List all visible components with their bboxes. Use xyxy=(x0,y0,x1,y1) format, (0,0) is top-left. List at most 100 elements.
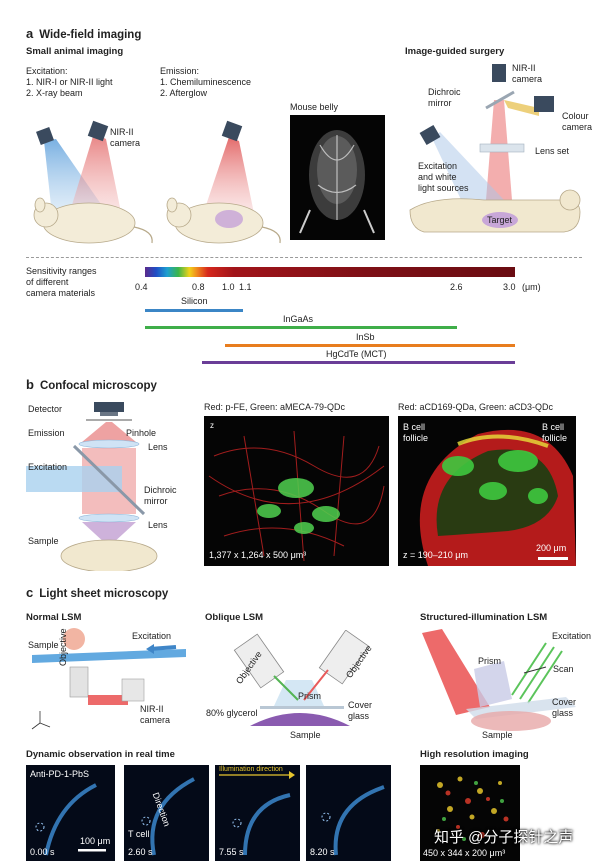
lens-top-label: Lens xyxy=(148,442,168,452)
ingaas-range-bar xyxy=(145,326,457,329)
silicon-range-bar xyxy=(145,309,243,312)
excitation-beams xyxy=(511,642,563,704)
mouse-belly-image xyxy=(290,115,385,240)
colour-camera-icon xyxy=(534,96,554,112)
sim-lsm-illustration xyxy=(422,629,576,731)
tick-0-4: 0.4 xyxy=(135,282,148,292)
dichroic-mirror-icon xyxy=(72,444,146,516)
frame4-time: 8.20 s xyxy=(310,847,335,857)
dichroic-mirror-label: Dichroic mirror xyxy=(428,87,461,108)
nir-camera-icon xyxy=(121,678,145,702)
mct-range-bar xyxy=(202,361,515,364)
wavelength-spectrum-bar xyxy=(145,267,515,277)
light-source-icon xyxy=(419,124,441,146)
follicle-left-label: B cell follicle xyxy=(403,422,429,443)
prism-icon xyxy=(274,680,324,706)
panel1-caption: Red: p-FE, Green: aMECA-79-QDc xyxy=(204,402,346,412)
sim-lsm-title: Structured-illumination LSM xyxy=(420,612,548,623)
oblique-sample-label: Sample xyxy=(290,730,321,740)
confocal-3d-image: z 1,377 x 1,264 x 500 μm³ xyxy=(204,416,389,566)
tick-2-6: 2.6 xyxy=(450,282,463,292)
afterglow-spot xyxy=(215,210,243,228)
sample-sphere-icon xyxy=(63,628,85,650)
frame3-illumination-label: Illumination direction xyxy=(219,766,283,773)
excitation-label: Excitation xyxy=(28,462,68,472)
frame1-time: 0.00 s xyxy=(30,847,55,857)
emission-beam xyxy=(422,629,490,715)
divider xyxy=(26,257,582,258)
sim-prism-label: Prism xyxy=(478,656,501,666)
top-lens-icon xyxy=(78,439,140,449)
high-resolution-dims: 450 x 344 x 200 μm³ xyxy=(423,848,506,858)
silicon-label: Silicon xyxy=(181,296,208,306)
surgery-nir-camera-label: NIR-II camera xyxy=(512,63,543,84)
time-frame-4: 8.20 s xyxy=(306,765,391,861)
emission-beam xyxy=(82,422,136,442)
lymph-node-image: B cell follicle B cell follicle z = 190–… xyxy=(398,416,576,566)
scale-bar xyxy=(78,849,106,852)
normal-camera-label: NIR-II camera xyxy=(140,704,171,725)
z-range-label: z = 190–210 μm xyxy=(403,550,468,560)
colour-camera-label: Colour camera xyxy=(562,111,593,132)
svg-text:z: z xyxy=(210,421,214,430)
sample-icon xyxy=(60,539,158,571)
oblique-glycerol-label: 80% glycerol xyxy=(206,708,258,718)
detector-label: Detector xyxy=(28,404,63,414)
tick-0-8: 0.8 xyxy=(192,282,205,292)
sim-scan-label: Scan xyxy=(553,664,574,674)
normal-objective-label: Objective xyxy=(58,628,68,666)
tick-3-0: 3.0 xyxy=(503,282,516,292)
pinhole-label: Pinhole xyxy=(126,428,157,438)
lens-bottom-label: Lens xyxy=(148,520,168,530)
excitation-list: Excitation: 1. NIR-I or NIR-II light 2. … xyxy=(26,66,113,98)
normal-lsm-title: Normal LSM xyxy=(26,612,82,623)
oblique-prism-label: Prism xyxy=(298,691,321,701)
light-sheet-icon xyxy=(32,649,186,663)
excitation-sources-label: Excitation and white light sources xyxy=(418,161,469,193)
sensitivity-label: Sensitivity ranges of different camera m… xyxy=(26,266,97,298)
frame2-time: 2.60 s xyxy=(128,847,153,857)
frame1-label: Anti-PD-1-PbS xyxy=(30,769,90,779)
insb-label: InSb xyxy=(356,332,375,342)
sim-sample-label: Sample xyxy=(482,730,513,740)
target-spot xyxy=(482,212,518,228)
mct-label: HgCdTe (MCT) xyxy=(326,349,387,359)
oblique-cover-label: Cover glass xyxy=(348,700,373,721)
sample-label: Sample xyxy=(28,536,59,546)
right-objective-icon xyxy=(318,630,370,685)
nir-camera-label: NIR-II camera xyxy=(110,127,141,148)
excitation-arrow xyxy=(149,645,177,651)
light-source-icon xyxy=(36,127,54,145)
left-objective-icon xyxy=(233,633,285,689)
sample-icon xyxy=(471,711,551,731)
camera-icon xyxy=(87,120,109,142)
prism-icon xyxy=(474,661,512,707)
scale-label: 100 μm xyxy=(80,836,111,846)
confocal-schematic xyxy=(26,402,158,571)
nir-camera-icon xyxy=(492,64,506,82)
normal-lsm-illustration xyxy=(31,628,186,730)
emission-label: Emission xyxy=(28,428,65,438)
time-frame-2: Direction T cell 2.60 s xyxy=(124,765,209,861)
scale-label: 200 μm xyxy=(536,543,567,553)
tick-unit: (μm) xyxy=(522,282,541,292)
image-guided-surgery-title: Image-guided surgery xyxy=(405,46,505,57)
dichroic-mirror-label: Dichroic mirror xyxy=(144,485,177,506)
time-frame-1: Anti-PD-1-PbS 0.00 s 100 μm xyxy=(26,765,115,861)
scale-bar xyxy=(538,557,568,560)
sample-dome-icon xyxy=(250,713,350,726)
lens-set-label: Lens set xyxy=(535,146,570,156)
emission-list: Emission: 1. Chemiluminescence 2. Afterg… xyxy=(160,66,252,98)
normal-sample-label: Sample xyxy=(28,640,59,650)
follicle-right-label: B cell follicle xyxy=(542,422,568,443)
panel2-caption: Red: aCD169-QDa, Green: aCD3-QDc xyxy=(398,402,554,412)
insb-range-bar xyxy=(225,344,515,347)
detector-icon xyxy=(94,402,124,412)
oblique-lsm-illustration xyxy=(233,630,370,726)
sim-excitation-label: Excitation xyxy=(552,631,592,641)
small-animal-illustration xyxy=(33,120,281,244)
sim-cover-label: Cover glass xyxy=(552,697,577,718)
ingaas-label: InGaAs xyxy=(283,314,314,324)
